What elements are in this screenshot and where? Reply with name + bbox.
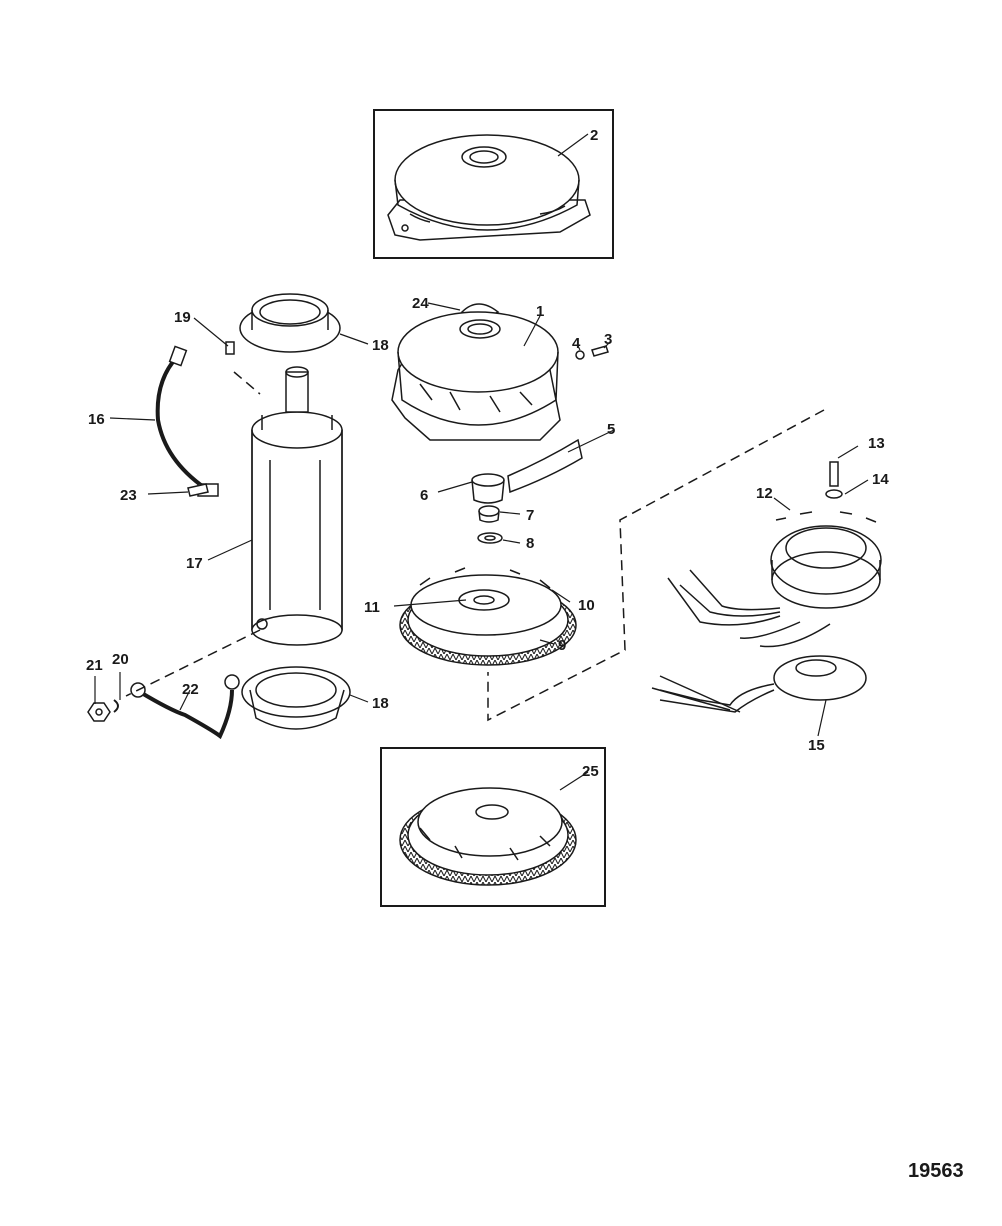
callout-21: 21 [86,657,103,674]
starter-collar-bottom [241,666,351,730]
dashed-leader-lines [125,371,825,722]
flywheel-cover [391,311,561,441]
starter-cable-top [155,345,219,497]
callout-4: 4 [572,335,581,352]
flywheel-nut [478,505,500,523]
callout-2: 2 [590,127,598,144]
callout-19: 19 [174,309,191,326]
callout-22: 22 [182,681,199,698]
callout-7: 7 [526,507,534,524]
starter-collar-top [239,293,341,353]
callout-5: 5 [607,421,615,438]
callout-14: 14 [872,471,889,488]
callout-10: 10 [578,597,595,614]
alternate-flywheel-inset [380,747,606,907]
stator-washer [825,489,843,499]
cover-screw [591,345,609,357]
callout-3: 3 [604,331,612,348]
lock-washer [113,699,119,713]
callout-18-top: 18 [372,337,389,354]
callout-23: 23 [120,487,137,504]
callout-leaders [94,133,869,791]
figure-number: 19563 [908,1160,964,1182]
cover-washer [575,350,585,360]
callout-18-bottom: 18 [372,695,389,712]
stator-wiring [667,569,831,648]
timing-strip [507,438,583,494]
callout-6: 6 [420,487,428,504]
callout-8: 8 [526,535,534,552]
trigger [651,655,867,713]
callout-20: 20 [112,651,129,668]
callout-1: 1 [536,303,544,320]
cable-screw [187,483,209,497]
hex-nut [87,702,111,722]
callout-24: 24 [412,295,429,312]
clip [225,341,235,355]
starter-motor [251,366,343,646]
callout-12: 12 [756,485,773,502]
callout-25: 25 [582,763,599,780]
callout-15: 15 [808,737,825,754]
callout-17: 17 [186,555,203,572]
callout-13: 13 [868,435,885,452]
callout-16: 16 [88,411,105,428]
flywheel [399,567,577,666]
flywheel-cover-inset [373,109,614,259]
flywheel-washer [477,532,503,544]
stator [770,511,882,609]
callout-labels: 2 24 1 3 4 5 6 7 8 11 10 9 12 13 14 15 1… [86,127,889,780]
flywheel-bushing [471,473,505,504]
callout-9: 9 [558,637,566,654]
stator-screw [829,461,839,487]
callout-11: 11 [364,599,380,616]
